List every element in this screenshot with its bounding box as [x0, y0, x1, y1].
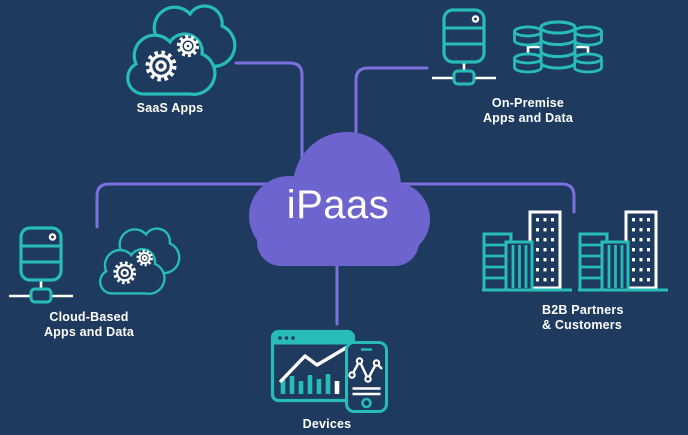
onpremise-label: On-Premise Apps and Data — [458, 96, 598, 126]
server-icon — [430, 8, 498, 86]
buildings-icon — [576, 210, 670, 292]
hub-title: iPaas — [286, 183, 390, 227]
devices-label: Devices — [302, 417, 352, 431]
onpremise-databases — [506, 20, 610, 78]
server-icon — [7, 226, 75, 304]
hub-cloud: iPaas — [243, 126, 433, 266]
onpremise-label-line1: On-Premise — [491, 96, 565, 110]
b2b-label-line1: B2B Partners — [542, 303, 624, 317]
cloud-shape — [249, 132, 430, 266]
saas-label: SaaS Apps — [136, 101, 204, 115]
buildings-icon — [480, 210, 574, 292]
connector-cloudbased-to-hub — [95, 182, 274, 229]
cloudbased-server — [7, 226, 75, 304]
browser-chart-icon — [270, 329, 356, 403]
cloud-gears-icon — [100, 229, 179, 294]
b2b-buildings-right — [576, 210, 670, 292]
connector-b2b-to-hub — [398, 182, 576, 214]
devices-phone — [345, 341, 388, 413]
mobile-chart-icon — [345, 341, 388, 413]
connector-onpremise-to-hub — [354, 66, 429, 142]
cloudbased-label-line1: Cloud-Based — [49, 310, 129, 324]
database-cluster-icon — [515, 22, 602, 72]
b2b-label: B2B Partners & Customers — [542, 303, 662, 333]
onpremise-label-line2: Apps and Data — [482, 111, 574, 125]
cloud-gears-icon — [128, 6, 235, 94]
b2b-buildings-left — [480, 210, 574, 292]
connector-saas-to-hub — [234, 61, 304, 162]
onpremise-server — [430, 8, 498, 86]
cloudbased-label-line2: Apps and Data — [43, 325, 135, 339]
cloudbased-label: Cloud-Based Apps and Data — [19, 310, 159, 340]
devices-browser — [270, 329, 356, 403]
saas-node — [114, 0, 244, 100]
b2b-label-line2: & Customers — [542, 318, 622, 332]
cloudbased-cloud — [90, 224, 186, 298]
